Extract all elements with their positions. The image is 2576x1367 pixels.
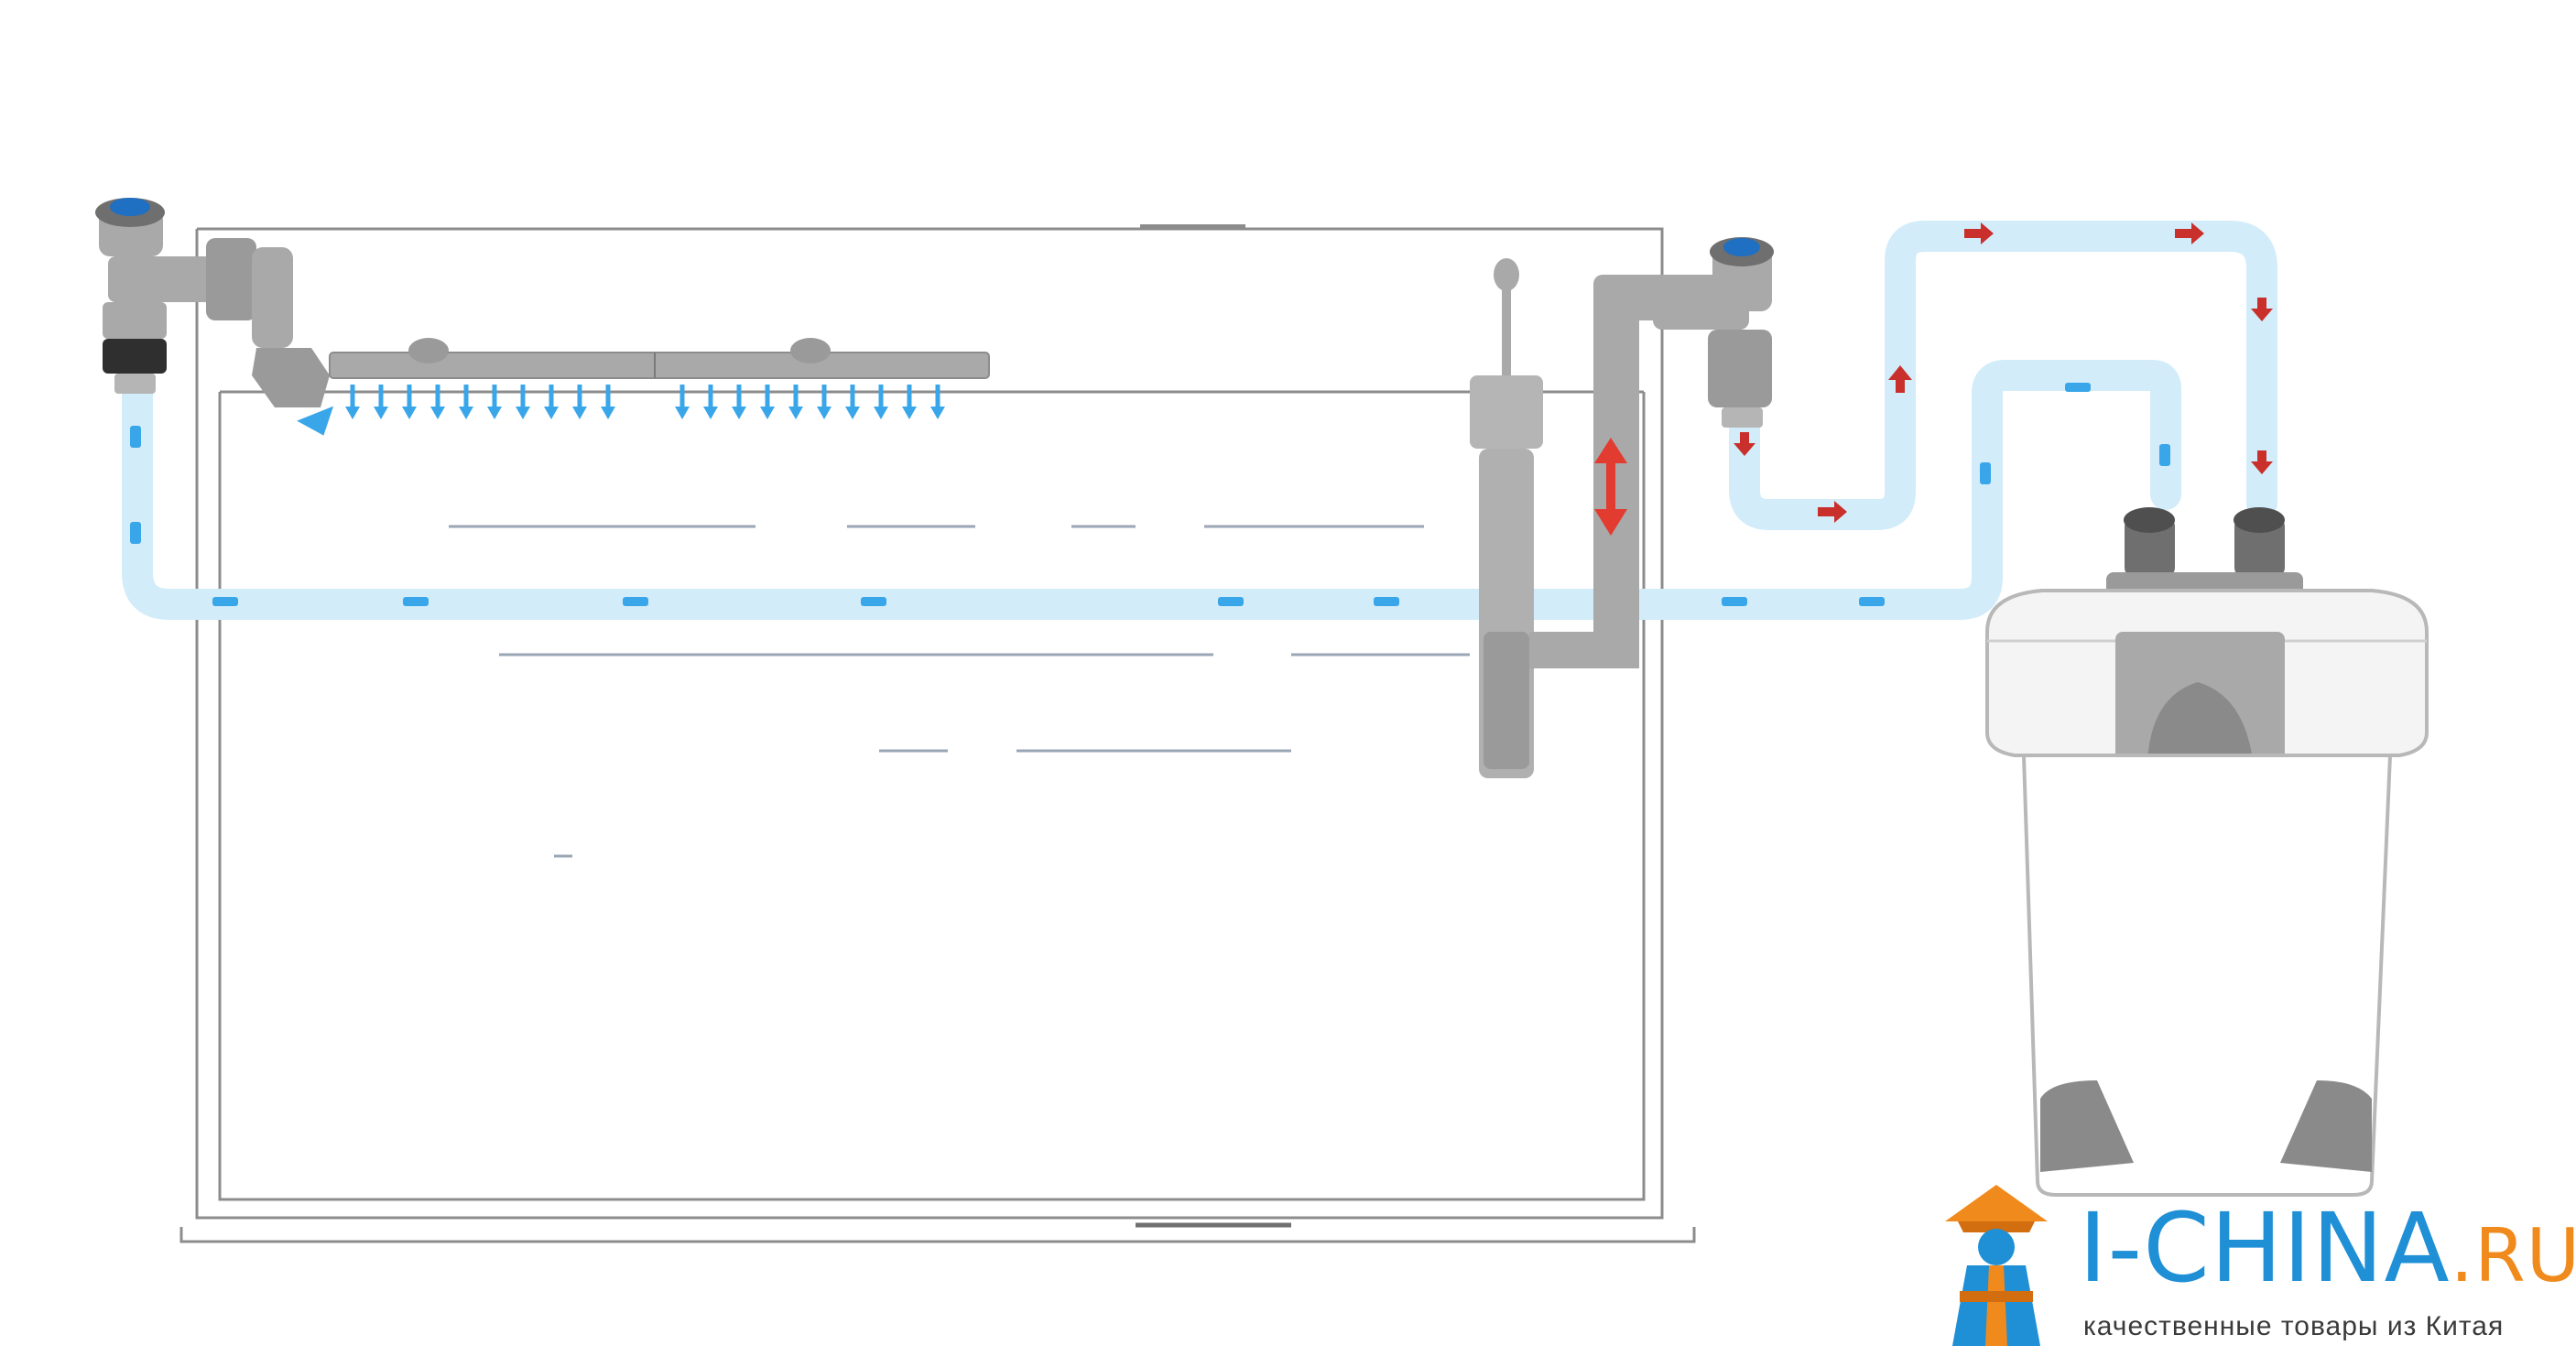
water-drop-arrow (817, 385, 831, 419)
spray-bar-water-arrows (297, 385, 945, 436)
water-drop-arrow (297, 406, 334, 436)
tank-base-stand (179, 1227, 1696, 1243)
water-drop-arrow (732, 385, 746, 419)
return-flow-markers (130, 383, 2170, 606)
water-movement-lines (449, 525, 1470, 858)
water-drop-arrow (703, 385, 718, 419)
brand-figure-icon (1945, 1185, 2048, 1346)
brand-tagline: качественные товары из Китая (2083, 1311, 2505, 1341)
brand-name-main: I-CHINA (2079, 1192, 2451, 1304)
water-drop-arrow (402, 385, 417, 419)
water-drop-arrow (374, 385, 388, 419)
water-drop-arrow (930, 385, 945, 419)
brand-name: I-CHINA.RU (2079, 1198, 2576, 1307)
spray-bar-inlet-valve-icon (95, 198, 330, 407)
intake-strainer-icon (1470, 258, 1671, 778)
outlet-valve-icon (1653, 237, 1774, 428)
water-drop-arrow (874, 385, 888, 419)
water-drop-arrow (544, 385, 559, 419)
water-drop-arrow (675, 385, 690, 419)
water-drop-arrow (430, 385, 445, 419)
water-drop-arrow (572, 385, 587, 419)
tank-inner-frame (218, 392, 1646, 1201)
water-drop-arrow (788, 385, 803, 419)
level-adjust-arrow (1594, 438, 1627, 536)
water-drop-arrow (601, 385, 615, 419)
water-drop-arrow (760, 385, 775, 419)
intake-flow-arrows (1734, 222, 2273, 523)
water-drop-arrow (516, 385, 530, 419)
brand-logo: I-CHINA.RU качественные товары из Китая (1941, 1181, 2576, 1355)
canister-filter-icon (1985, 507, 2429, 1197)
water-drop-arrow (845, 385, 860, 419)
brand-name-tld: .RU (2450, 1213, 2576, 1298)
aquarium-tank (179, 224, 1696, 1243)
water-drop-arrow (345, 385, 360, 419)
spray-bar-icon (329, 338, 990, 379)
water-drop-arrow (459, 385, 473, 419)
return-hose (122, 360, 2181, 620)
water-drop-arrow (487, 385, 502, 419)
water-drop-arrow (902, 385, 917, 419)
